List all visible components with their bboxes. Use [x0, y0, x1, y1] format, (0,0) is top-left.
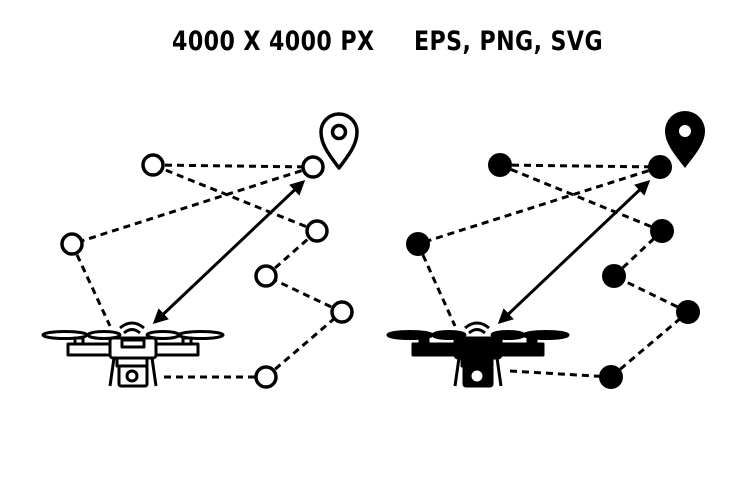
waypoint-outline [254, 365, 278, 389]
waypoint-filled [488, 153, 512, 177]
waypoint-outline [254, 264, 278, 288]
waypoint-filled [599, 365, 623, 389]
waypoint-outline [60, 232, 84, 256]
waypoint-filled [650, 219, 674, 243]
waypoint-outline [330, 300, 354, 324]
waypoint-outline [305, 219, 329, 243]
filled-direct-route-arrow [497, 179, 651, 325]
location-pin-outline-icon [319, 112, 359, 170]
waypoint-filled [406, 232, 430, 256]
header-banner: 4000 X 4000 PX EPS, PNG, SVG [0, 26, 750, 66]
filled-waypoints [406, 153, 700, 389]
waypoint-outline [141, 153, 165, 177]
filled-flight-path-illustration [386, 111, 705, 389]
waypoint-filled [602, 264, 626, 288]
outline-flight-path-illustration [41, 112, 359, 389]
location-pin-filled-icon [665, 111, 705, 168]
waypoint-filled [648, 155, 672, 179]
drone-filled-icon [386, 321, 570, 388]
waypoint-filled [676, 300, 700, 324]
outline-waypoints [60, 153, 354, 389]
waypoint-outline [301, 155, 325, 179]
outline-direct-route-arrow [152, 179, 306, 325]
drone-outline-icon [41, 321, 225, 388]
resolution-label: 4000 X 4000 PX [172, 26, 375, 57]
file-formats-label: EPS, PNG, SVG [414, 26, 604, 57]
